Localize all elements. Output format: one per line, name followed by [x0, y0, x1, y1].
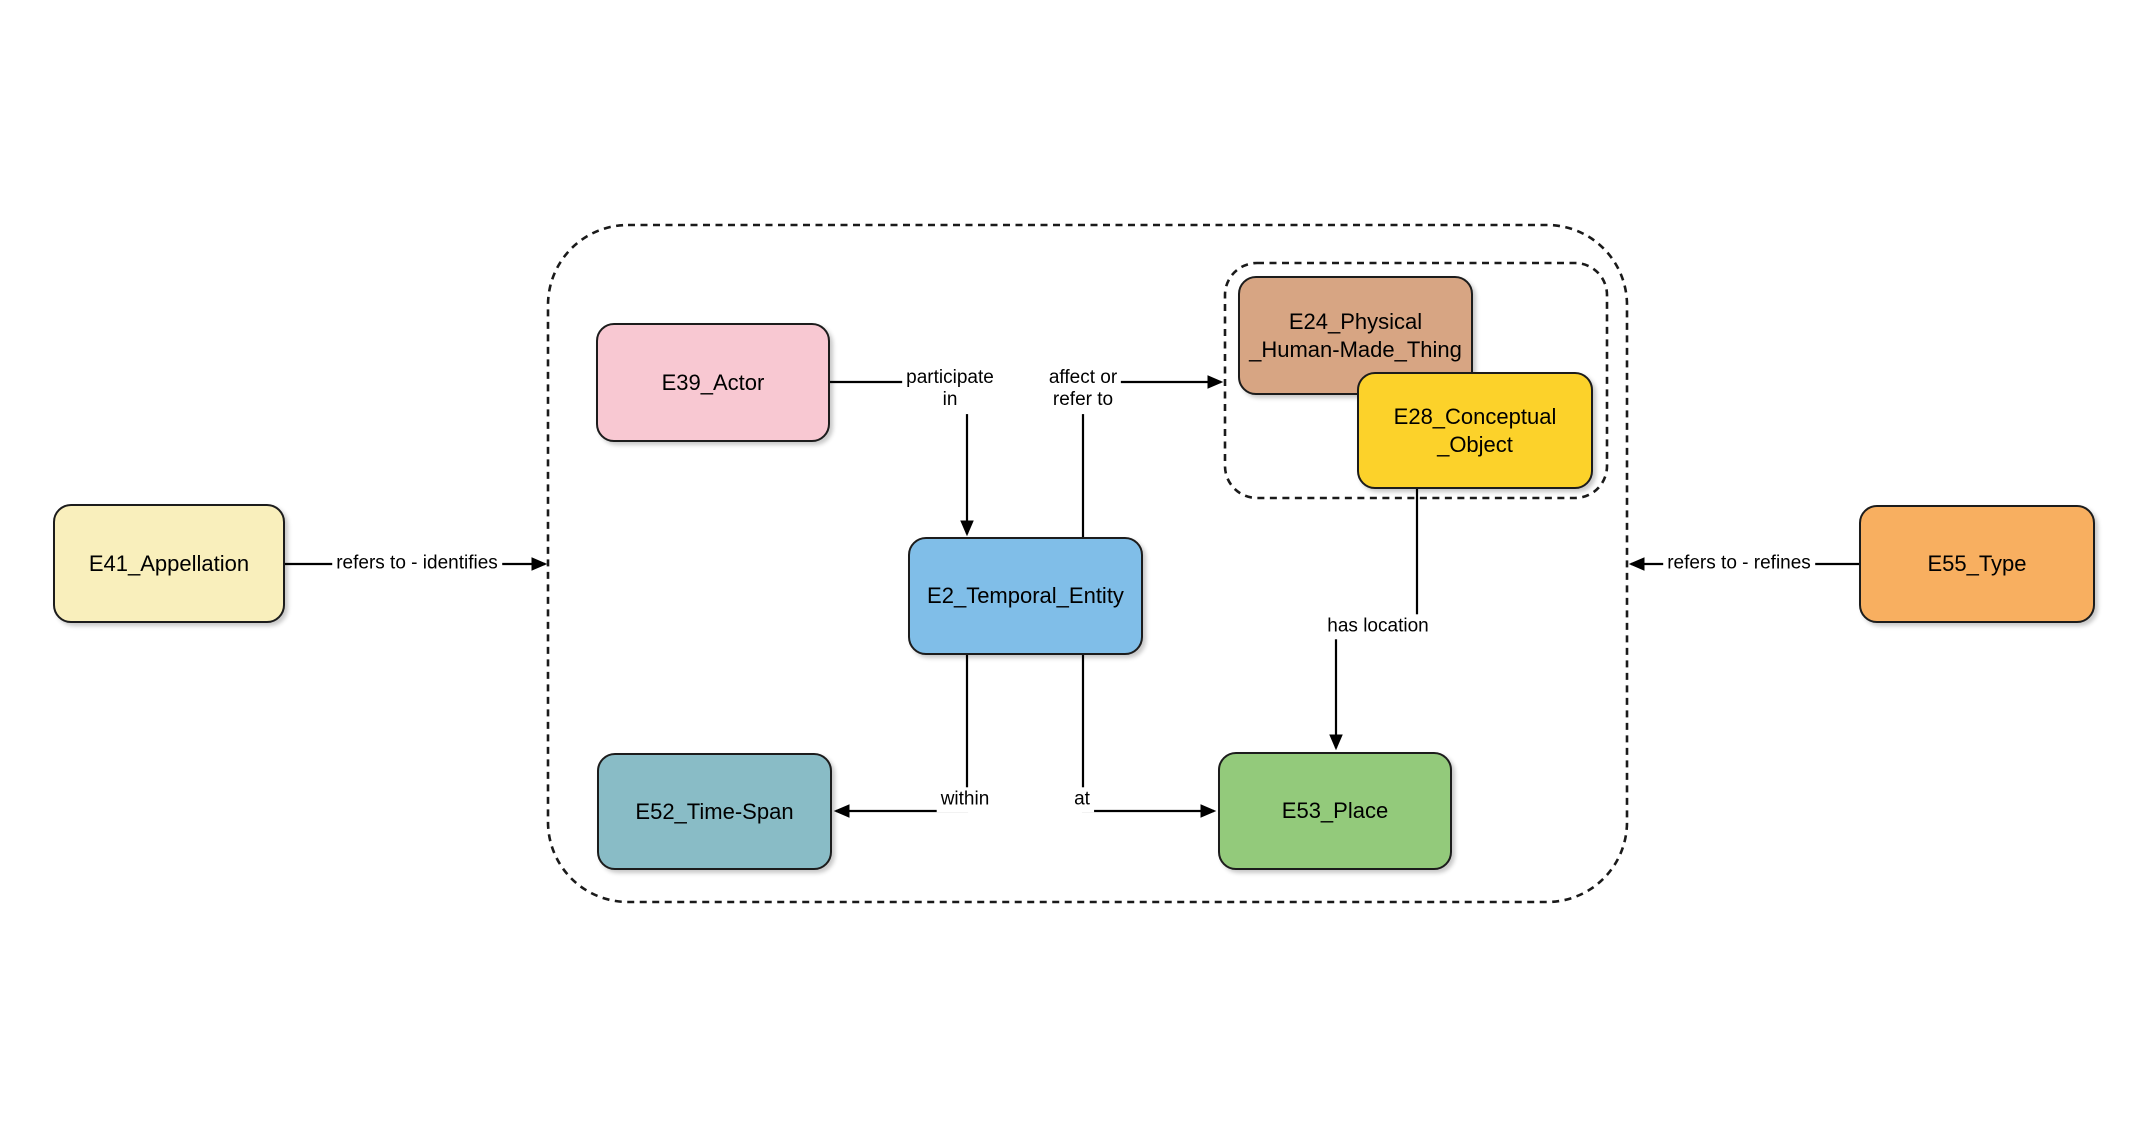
node-e39-actor[interactable]: E39_Actor [596, 323, 830, 442]
node-e2-temporal-entity[interactable]: E2_Temporal_Entity [908, 537, 1143, 655]
edge-label-has-location: has location [1323, 614, 1433, 640]
edge-label-at: at [1070, 787, 1094, 813]
node-e53-place[interactable]: E53_Place [1218, 752, 1452, 870]
edge-label-refers-to-refines: refers to - refines [1663, 551, 1815, 577]
edge-label-within: within [936, 787, 994, 813]
edge-label-participate-in: participate in [902, 366, 998, 414]
inner-dashed-group [1223, 261, 1609, 500]
outer-dashed-group [546, 223, 1629, 904]
node-e28-conceptual-object[interactable]: E28_Conceptual _Object [1357, 372, 1593, 489]
edge-label-refers-to-identifies: refers to - identifies [332, 551, 502, 577]
node-e41-appellation[interactable]: E41_Appellation [53, 504, 285, 623]
node-e55-type[interactable]: E55_Type [1859, 505, 2095, 623]
edge-at [1081, 655, 1217, 818]
edge-label-affect-or-refer-to: affect or refer to [1044, 366, 1122, 414]
node-e52-time-span[interactable]: E52_Time-Span [597, 753, 832, 870]
